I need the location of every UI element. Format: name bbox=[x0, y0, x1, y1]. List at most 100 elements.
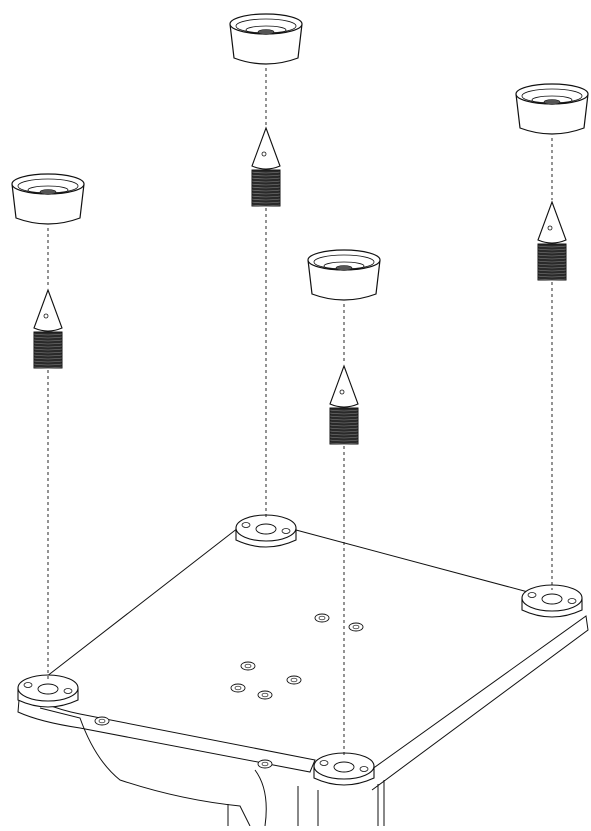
corner-puck-screw-left bbox=[23, 682, 33, 688]
spike-thread-turn bbox=[33, 351, 63, 354]
plate-screw-head bbox=[286, 675, 302, 685]
spike-thread-turn bbox=[329, 442, 359, 445]
plate-screw-recess bbox=[234, 685, 242, 691]
spike-cone bbox=[251, 126, 281, 170]
spike-thread-turn bbox=[537, 275, 567, 278]
spike-thread-turn bbox=[329, 427, 359, 430]
support-skirt bbox=[39, 707, 251, 827]
spike-thread-turn bbox=[251, 201, 281, 204]
spike-shoe-3 bbox=[307, 249, 381, 301]
plate-screw-recess bbox=[261, 692, 269, 698]
spike-thread-turn bbox=[329, 412, 359, 415]
spike-cone bbox=[33, 288, 63, 332]
spike-shoe-body bbox=[229, 23, 303, 65]
spike-shoe-dimple bbox=[543, 99, 561, 105]
spike-thread-turn bbox=[329, 433, 359, 436]
plate-screw-3 bbox=[240, 661, 256, 671]
spike-thread-turn bbox=[329, 424, 359, 427]
plate-screw-recess bbox=[98, 718, 106, 724]
corner-puck-bore bbox=[255, 523, 277, 535]
corner-puck-screw-left bbox=[241, 522, 251, 528]
plate-screw-2 bbox=[348, 622, 364, 632]
spike-cone bbox=[329, 364, 359, 408]
spike-thread-turn bbox=[537, 260, 567, 263]
spike-thread-turn bbox=[537, 254, 567, 257]
corner-puck-screw-right bbox=[567, 598, 577, 604]
spike-shoe-2 bbox=[229, 13, 303, 65]
spike-thread-turn bbox=[329, 415, 359, 418]
spike-shoe-1 bbox=[11, 173, 85, 225]
spike-shoe-dimple bbox=[39, 189, 57, 195]
corner-puck-bore bbox=[333, 761, 355, 773]
spike-shoe-body bbox=[11, 183, 85, 225]
corner-puck-screw-right bbox=[281, 528, 291, 534]
plate-screw-4 bbox=[286, 675, 302, 685]
spike-shoe-4 bbox=[515, 83, 589, 135]
spike-4 bbox=[537, 200, 567, 281]
spike-shoes bbox=[11, 13, 589, 301]
plate-screw-1 bbox=[314, 613, 330, 623]
plate-screw-8 bbox=[257, 759, 273, 769]
plate-screw-recess bbox=[244, 663, 252, 669]
plate-top-edge-left bbox=[41, 527, 239, 681]
corner-puck-2 bbox=[235, 514, 297, 548]
plate-screw-recess bbox=[318, 615, 326, 621]
spike-thread-turn bbox=[537, 251, 567, 254]
spike-shoe-dimple bbox=[257, 29, 275, 35]
spike-shoe-body bbox=[515, 93, 589, 135]
spike-shoe-dimple bbox=[335, 265, 353, 271]
spike-thread-turn bbox=[537, 248, 567, 251]
spike-thread-turn bbox=[251, 180, 281, 183]
corner-puck-bore bbox=[37, 683, 59, 695]
spike-2 bbox=[251, 126, 281, 207]
spike-thread-turn bbox=[329, 418, 359, 421]
base-plate bbox=[17, 527, 589, 827]
spike-thread-turn bbox=[537, 245, 567, 248]
plate-screw-head bbox=[314, 613, 330, 623]
corner-puck-screw-left bbox=[319, 760, 329, 766]
spike-thread-turn bbox=[251, 171, 281, 174]
plate-screw-recess bbox=[261, 761, 269, 767]
corner-puck-3 bbox=[313, 752, 375, 786]
plate-screw-head bbox=[240, 661, 256, 671]
spike-thread-turn bbox=[33, 354, 63, 357]
corner-puck-screw-right bbox=[63, 688, 73, 694]
spike-thread-turn bbox=[329, 421, 359, 424]
corner-puck-1 bbox=[17, 674, 79, 708]
spike-thread-turn bbox=[329, 439, 359, 442]
spike-thread-turn bbox=[33, 345, 63, 348]
spike-thread-turn bbox=[33, 357, 63, 360]
spike-thread-turn bbox=[537, 266, 567, 269]
spike-thread-turn bbox=[329, 409, 359, 412]
spike-cone bbox=[537, 200, 567, 244]
plate-screw-head bbox=[94, 716, 110, 726]
spike-thread-turn bbox=[251, 192, 281, 195]
spike-shoe-body bbox=[307, 259, 381, 301]
spike-thread-turn bbox=[251, 177, 281, 180]
spike-thread-turn bbox=[251, 195, 281, 198]
spike-thread-turn bbox=[33, 360, 63, 363]
spike-cross-hole bbox=[547, 225, 553, 231]
plate-screw-head bbox=[257, 690, 273, 700]
spike-thread-turn bbox=[251, 204, 281, 207]
spike-thread-turn bbox=[33, 363, 63, 366]
spike-thread-turn bbox=[33, 366, 63, 369]
spike-thread-turn bbox=[251, 189, 281, 192]
corner-puck-screw-right bbox=[359, 766, 369, 772]
spike-thread-turn bbox=[251, 198, 281, 201]
spike-3 bbox=[329, 364, 359, 445]
spike-cross-hole bbox=[261, 151, 267, 157]
support-skirt-inner bbox=[254, 769, 267, 827]
plate-screw-recess bbox=[290, 677, 298, 683]
corner-puck-screw-left bbox=[527, 592, 537, 598]
spike-cross-hole bbox=[43, 313, 49, 319]
plate-screw-head bbox=[348, 622, 364, 632]
spike-thread-turn bbox=[33, 348, 63, 351]
plate-screw-7 bbox=[94, 716, 110, 726]
plate-screw-5 bbox=[230, 683, 246, 693]
plate-top-edge-right bbox=[295, 529, 529, 593]
spike-thread-turn bbox=[537, 269, 567, 272]
spike-thread-turn bbox=[329, 436, 359, 439]
plate-screw-6 bbox=[257, 690, 273, 700]
